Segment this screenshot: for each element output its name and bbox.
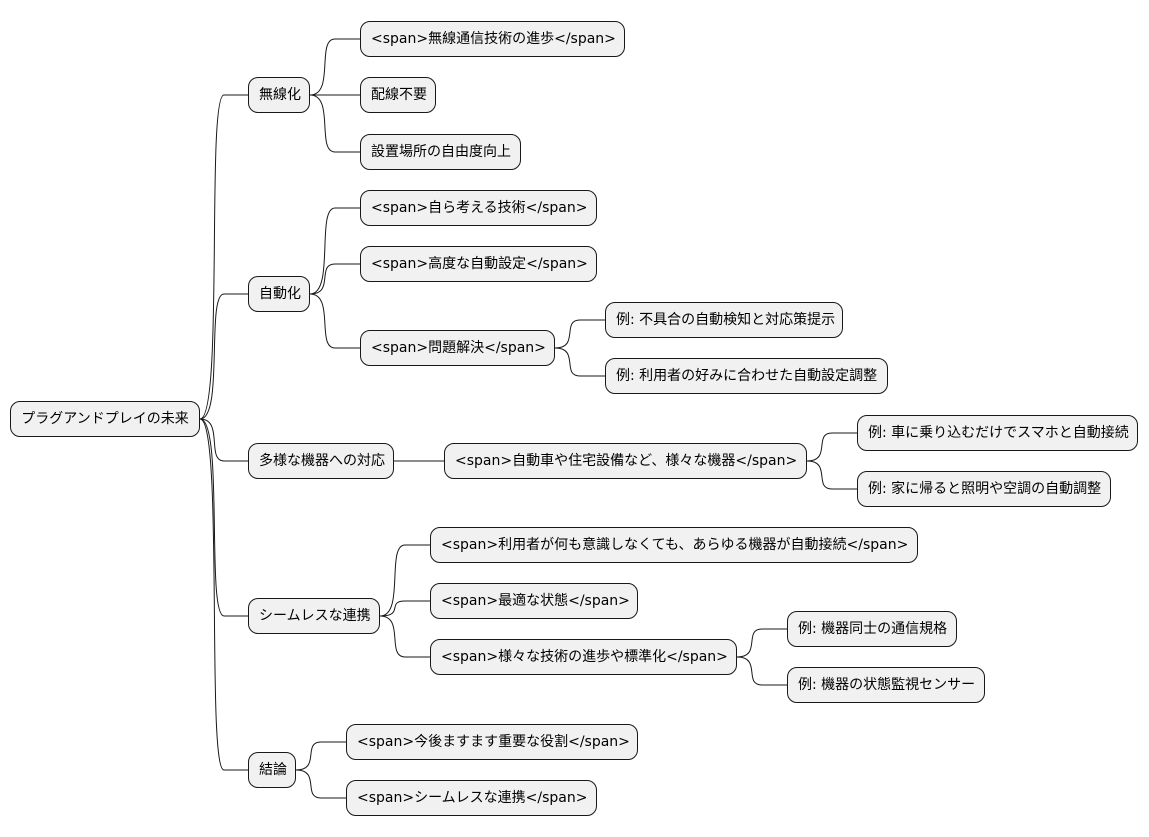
branch-node-seamless: シームレスな連携 — [248, 598, 380, 634]
connector-line — [199, 418, 248, 771]
leaf-node: <span>自ら考える技術</span> — [360, 190, 597, 226]
connector-line — [295, 769, 346, 799]
connector-line — [309, 263, 360, 295]
example-node: 例: 不具合の自動検知と対応策提示 — [605, 302, 843, 338]
leaf-node: <span>利用者が何も意識しなくても、あらゆる機器が自動接続</span> — [430, 527, 918, 563]
connector-line — [309, 293, 360, 349]
connector-line — [309, 38, 360, 96]
connector-line — [309, 207, 360, 295]
root-node: プラグアンドプレイの未来 — [10, 401, 200, 437]
example-node: 例: 車に乗り込むだけでスマホと自動接続 — [857, 415, 1138, 451]
connector-line — [554, 319, 605, 349]
leaf-node: <span>今後ますます重要な役割</span> — [346, 724, 638, 760]
connector-line — [806, 432, 857, 462]
leaf-node: <span>最適な状態</span> — [430, 583, 638, 619]
connector-line — [199, 94, 248, 420]
example-node: 例: 家に帰ると照明や空調の自動調整 — [857, 471, 1111, 507]
leaf-node: <span>無線通信技術の進歩</span> — [360, 21, 625, 57]
connector-line — [379, 615, 430, 658]
connector-line — [379, 600, 430, 617]
leaf-node: <span>自動車や住宅設備など、様々な機器</span> — [444, 443, 807, 479]
connector-line — [554, 347, 605, 377]
branch-node-device-support: 多様な機器への対応 — [248, 443, 394, 479]
connector-line — [379, 544, 430, 617]
example-node: 例: 機器の状態監視センサー — [787, 667, 985, 703]
leaf-node: <span>様々な技術の進歩や標準化</span> — [430, 639, 737, 675]
example-node: 例: 機器同士の通信規格 — [787, 611, 957, 647]
example-node: 例: 利用者の好みに合わせた自動設定調整 — [605, 358, 888, 394]
connector-line — [199, 418, 248, 462]
connector-line — [736, 656, 787, 686]
leaf-node: 設置場所の自由度向上 — [360, 134, 521, 170]
branch-node-automation: 自動化 — [248, 276, 310, 312]
branch-node-wireless: 無線化 — [248, 77, 310, 113]
connector-line — [806, 460, 857, 490]
branch-node-conclusion: 結論 — [248, 752, 296, 788]
leaf-node: <span>高度な自動設定</span> — [360, 246, 597, 282]
connector-line — [309, 94, 360, 153]
connector-line — [736, 628, 787, 658]
leaf-node: <span>問題解決</span> — [360, 330, 555, 366]
leaf-node: <span>シームレスな連携</span> — [346, 780, 597, 816]
connector-line — [199, 293, 248, 420]
connector-line — [199, 418, 248, 617]
connector-line — [295, 741, 346, 771]
leaf-node: 配線不要 — [360, 77, 436, 113]
